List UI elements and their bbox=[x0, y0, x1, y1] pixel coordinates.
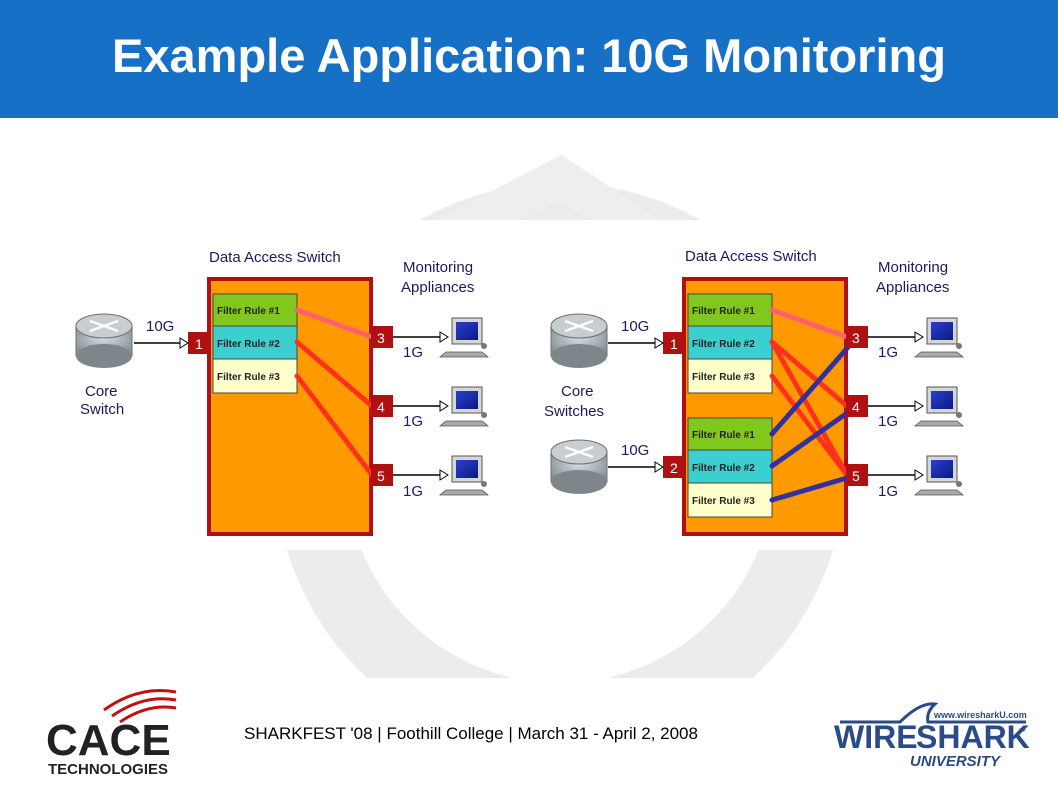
left-link-rule2-port4 bbox=[294, 339, 375, 409]
left-out-speed-2: 1G bbox=[403, 413, 423, 430]
footer-text: SHARKFEST '08 | Foothill College | March… bbox=[244, 724, 698, 743]
right-port-3-label: 3 bbox=[852, 330, 860, 346]
right-core-router-icon-1 bbox=[550, 313, 608, 368]
ws-tm: ™ bbox=[1018, 727, 1026, 736]
left-port-1 bbox=[188, 332, 210, 354]
left-port-3-label: 3 bbox=[377, 330, 385, 346]
right-rule-b3-box bbox=[687, 482, 773, 518]
left-link-rule3-port5 bbox=[294, 373, 375, 478]
right-port-5-label: 5 bbox=[852, 468, 860, 484]
left-diagram: Data Access Switch Monitoring Appliances… bbox=[75, 249, 490, 536]
right-port-3 bbox=[846, 326, 868, 348]
left-core-label-1: Core bbox=[85, 383, 118, 400]
left-rule-2-label: Filter Rule #2 bbox=[217, 339, 280, 350]
right-rule-b1-box bbox=[687, 417, 773, 451]
slide-title: Example Application: 10G Monitoring bbox=[112, 29, 946, 82]
right-appliances-title-2: Appliances bbox=[876, 279, 949, 296]
right-link-b1-port3 bbox=[769, 334, 860, 437]
right-link-a1-port3 bbox=[769, 307, 850, 340]
left-rule-1-label: Filter Rule #1 bbox=[217, 306, 280, 317]
right-monitor-icon-1 bbox=[913, 317, 965, 358]
left-monitor-icon-3 bbox=[438, 455, 490, 496]
left-port-3 bbox=[371, 326, 393, 348]
title-bar bbox=[0, 0, 1058, 118]
left-out-speed-1: 1G bbox=[403, 344, 423, 361]
right-link-b3-port5 bbox=[769, 472, 860, 503]
wireshark-university-logo: www.wiresharkU.com WIRE SHARK ™ UNIVERSI… bbox=[834, 702, 1030, 770]
cace-logo-subtext: TECHNOLOGIES bbox=[48, 761, 168, 778]
ws-url: www.wiresharkU.com bbox=[933, 710, 1027, 720]
left-port-4-label: 4 bbox=[377, 399, 385, 415]
cace-logo-text: CACE bbox=[46, 716, 171, 765]
left-appliances-title-2: Appliances bbox=[401, 279, 474, 296]
ws-shark: SHARK bbox=[916, 719, 1030, 755]
left-core-router-icon bbox=[75, 313, 133, 368]
left-rule-3-label: Filter Rule #3 bbox=[217, 372, 280, 383]
right-link-a2-port4 bbox=[769, 339, 850, 409]
right-monitor-icon-2 bbox=[913, 386, 965, 427]
right-rule-a1-box bbox=[687, 293, 773, 327]
left-port-5-label: 5 bbox=[377, 468, 385, 484]
left-link-rule1-port3 bbox=[294, 307, 375, 340]
right-out-speed-1: 1G bbox=[878, 344, 898, 361]
left-monitor-icon-1 bbox=[438, 317, 490, 358]
right-core-router-icon-2 bbox=[550, 439, 608, 494]
ws-university: UNIVERSITY bbox=[910, 753, 1002, 770]
right-link-b2-port4 bbox=[769, 403, 860, 469]
right-rule-a2-label: Filter Rule #2 bbox=[692, 339, 755, 350]
left-switch-title: Data Access Switch bbox=[209, 249, 341, 266]
left-rule-3-box bbox=[212, 358, 298, 394]
left-out-speed-3: 1G bbox=[403, 483, 423, 500]
left-appliances-title-1: Monitoring bbox=[403, 259, 473, 276]
right-monitor-icon-3 bbox=[913, 455, 965, 496]
right-rule-a3-label: Filter Rule #3 bbox=[692, 372, 755, 383]
right-port-1-label: 1 bbox=[670, 336, 678, 352]
right-port-2-label: 2 bbox=[670, 460, 678, 476]
right-switch-title: Data Access Switch bbox=[685, 248, 817, 265]
ws-wire: WIRE bbox=[834, 719, 918, 755]
left-port-1-label: 1 bbox=[195, 336, 203, 352]
left-input-speed: 10G bbox=[146, 318, 174, 335]
right-port-2 bbox=[663, 456, 685, 478]
right-rule-b2-label: Filter Rule #2 bbox=[692, 463, 755, 474]
right-input-speed-2: 10G bbox=[621, 442, 649, 459]
right-input-speed-1: 10G bbox=[621, 318, 649, 335]
right-out-speed-2: 1G bbox=[878, 413, 898, 430]
right-port-5 bbox=[846, 464, 868, 486]
right-port-4 bbox=[846, 395, 868, 417]
right-rule-b1-label: Filter Rule #1 bbox=[692, 430, 755, 441]
right-out-speed-3: 1G bbox=[878, 483, 898, 500]
left-rule-2-box bbox=[212, 325, 298, 360]
cace-logo: CACE TECHNOLOGIES bbox=[46, 688, 177, 778]
right-port-4-label: 4 bbox=[852, 399, 860, 415]
left-port-4 bbox=[371, 395, 393, 417]
right-rule-b3-label: Filter Rule #3 bbox=[692, 496, 755, 507]
left-monitor-icon-2 bbox=[438, 386, 490, 427]
right-link-a2-port5 bbox=[769, 339, 850, 478]
right-core-label-2: Switches bbox=[544, 403, 604, 420]
right-diagram: Data Access Switch Monitoring Appliances… bbox=[544, 248, 965, 536]
right-link-a3-port5 bbox=[769, 373, 850, 478]
right-core-label-1: Core bbox=[561, 383, 594, 400]
right-rule-a1-label: Filter Rule #1 bbox=[692, 306, 755, 317]
left-input-arrow bbox=[179, 337, 189, 349]
left-port-5 bbox=[371, 464, 393, 486]
right-appliances-title-1: Monitoring bbox=[878, 259, 948, 276]
left-core-label-2: Switch bbox=[80, 401, 124, 418]
right-port-1 bbox=[663, 332, 685, 354]
